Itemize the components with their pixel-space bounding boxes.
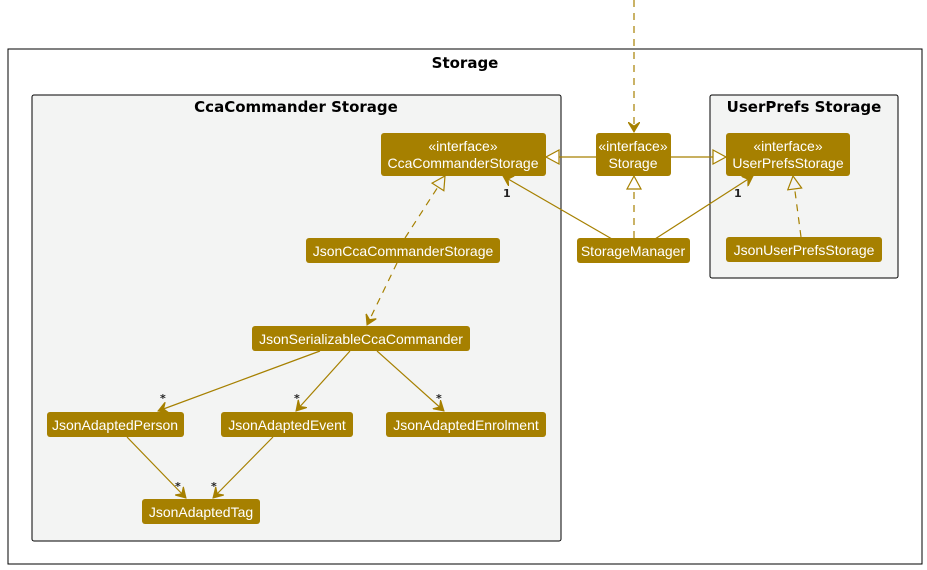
multiplicity-person-tag: *	[175, 480, 181, 493]
multiplicity-enrolment: *	[436, 392, 442, 405]
edge-serializable-to-event	[296, 350, 351, 411]
edge-serializable-to-enrolment	[376, 350, 444, 411]
class-name: JsonCcaCommanderStorage	[313, 243, 494, 259]
class-name: StorageManager	[581, 243, 686, 259]
class-name: JsonAdaptedEnrolment	[393, 417, 539, 433]
class-json-serializable-cca-commander[interactable]: JsonSerializableCcaCommander	[252, 326, 470, 351]
class-json-userprefs-storage[interactable]: JsonUserPrefsStorage	[726, 237, 882, 262]
class-cca-commander-storage[interactable]: «interface» CcaCommanderStorage	[381, 133, 546, 176]
multiplicities: 1 1 * * * * *	[160, 187, 742, 493]
class-storage-manager[interactable]: StorageManager	[577, 238, 690, 263]
multiplicity-event-tag: *	[211, 480, 217, 493]
class-json-adapted-tag[interactable]: JsonAdaptedTag	[142, 499, 260, 524]
edge-manager-to-cca	[503, 176, 613, 240]
stereotype-label: «interface»	[598, 138, 667, 154]
multiplicity-manager-cca: 1	[503, 187, 511, 200]
edge-jsonuserprefs-implements	[786, 174, 803, 238]
edge-manager-to-userprefs	[654, 176, 753, 240]
class-name: JsonAdaptedPerson	[52, 417, 178, 433]
package-storage-title: Storage	[432, 54, 499, 72]
class-userprefs-storage[interactable]: «interface» UserPrefsStorage	[726, 133, 850, 176]
edges	[126, 0, 803, 498]
class-name: JsonAdaptedTag	[149, 504, 253, 520]
multiplicity-person: *	[160, 392, 166, 405]
class-json-adapted-event[interactable]: JsonAdaptedEvent	[221, 412, 353, 437]
edge-serializable-to-person	[158, 350, 321, 411]
edge-event-to-tag	[213, 436, 274, 498]
class-name: UserPrefsStorage	[732, 155, 843, 171]
class-name: JsonUserPrefsStorage	[734, 242, 875, 258]
edge-jsoncca-uses-serializable	[367, 262, 398, 325]
class-json-adapted-enrolment[interactable]: JsonAdaptedEnrolment	[386, 412, 546, 437]
class-json-adapted-person[interactable]: JsonAdaptedPerson	[47, 412, 184, 437]
package-cca-title: CcaCommander Storage	[194, 98, 398, 116]
multiplicity-manager-userprefs: 1	[734, 187, 742, 200]
class-name: Storage	[608, 155, 657, 171]
class-json-cca-commander-storage[interactable]: JsonCcaCommanderStorage	[306, 238, 500, 263]
multiplicity-event: *	[294, 392, 300, 405]
stereotype-label: «interface»	[428, 138, 497, 154]
package-userprefs-title: UserPrefs Storage	[727, 98, 882, 116]
class-storage[interactable]: «interface» Storage	[596, 133, 671, 176]
class-name: JsonAdaptedEvent	[228, 417, 346, 433]
edge-person-to-tag	[126, 436, 186, 498]
stereotype-label: «interface»	[753, 138, 822, 154]
class-name: JsonSerializableCcaCommander	[259, 331, 463, 347]
class-name: CcaCommanderStorage	[388, 155, 539, 171]
